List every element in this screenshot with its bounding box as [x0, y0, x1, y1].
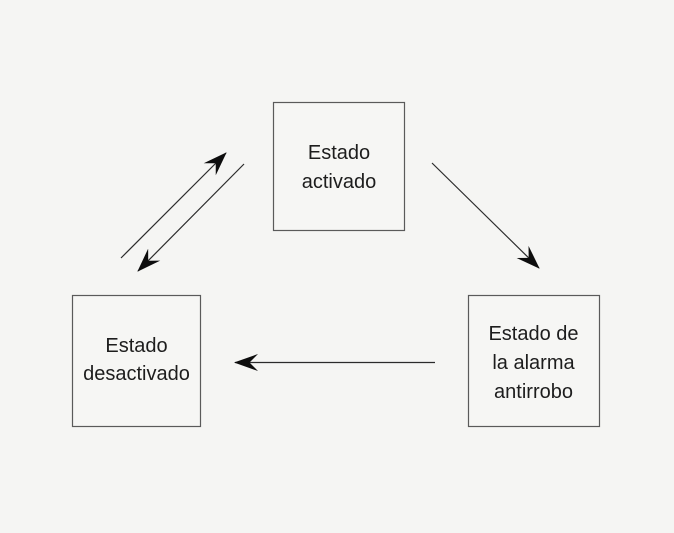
- node-label-alarma-line1: Estado de: [488, 323, 578, 345]
- arrow-activado-to-desactivado: [137, 163, 245, 272]
- node-box-alarma: [467, 294, 601, 428]
- node-label-alarma-line3: antirrobo: [494, 381, 573, 403]
- node-estado-alarma: Estado de la alarma antirrobo: [467, 294, 601, 428]
- arrow-activado-to-alarma: [431, 162, 540, 269]
- node-label-desactivado-line2: desactivado: [83, 363, 190, 385]
- node-box-activado: [272, 101, 406, 232]
- node-label-alarma-line2: la alarma: [492, 352, 575, 374]
- node-box-desactivado: [71, 294, 202, 428]
- node-estado-desactivado: Estado desactivado: [71, 294, 202, 428]
- node-label-desactivado-line1: Estado: [105, 335, 167, 357]
- arrow-desactivado-to-activado: [120, 152, 227, 259]
- node-estado-activado: Estado activado: [272, 101, 406, 232]
- node-label-activado-line1: Estado: [308, 142, 370, 164]
- node-label-activado-line2: activado: [302, 171, 377, 193]
